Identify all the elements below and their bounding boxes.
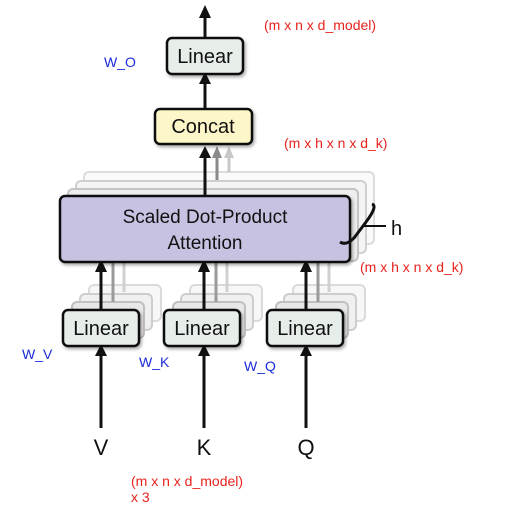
linear-v-box: Linear <box>61 308 141 348</box>
weight-w-v-label: W_V <box>22 346 53 362</box>
input-v-label: V <box>94 435 109 460</box>
shape-attention-label: (m x h x n x d_k) <box>360 259 463 275</box>
linear-q-box: Linear <box>265 308 345 348</box>
attention-box: Scaled Dot-Product Attention <box>58 194 352 264</box>
attention-label-line2: Attention <box>168 233 243 254</box>
input-k-label: K <box>197 435 212 460</box>
linear-output-box: Linear <box>165 36 245 76</box>
attention-to-concat-arrows <box>203 156 231 196</box>
attention-label-line1: Scaled Dot-Product <box>123 207 288 228</box>
head-count-bracket: h <box>339 202 402 245</box>
linear-to-attention-arrowheads <box>95 259 312 272</box>
weight-w-k-label: W_K <box>139 354 170 370</box>
weight-w-q-label: W_Q <box>244 358 276 374</box>
input-arrows <box>99 354 308 428</box>
concat-label: Concat <box>171 116 235 138</box>
linear-q-label: Linear <box>277 318 333 340</box>
weight-w-o-label: W_O <box>104 54 136 70</box>
linear-k-label: Linear <box>174 318 230 340</box>
shape-output-label: (m x n x d_model) <box>264 17 376 33</box>
linear-output-label: Linear <box>177 46 233 68</box>
input-q-label: Q <box>297 435 314 460</box>
shape-concat-label: (m x h x n x d_k) <box>284 135 387 151</box>
output-arrowheads <box>199 5 211 84</box>
concat-box: Concat <box>153 107 254 146</box>
linear-v-label: Linear <box>73 318 129 340</box>
shape-input-label-line1: (m x n x d_model) <box>131 473 243 489</box>
input-arrowheads <box>95 344 312 356</box>
shape-input-label-line2: x 3 <box>131 489 150 505</box>
linear-k-box: Linear <box>162 308 242 348</box>
head-count-label: h <box>391 218 402 240</box>
attention-to-concat-arrowheads <box>199 146 234 158</box>
linear-to-attention-arrows <box>99 262 331 310</box>
